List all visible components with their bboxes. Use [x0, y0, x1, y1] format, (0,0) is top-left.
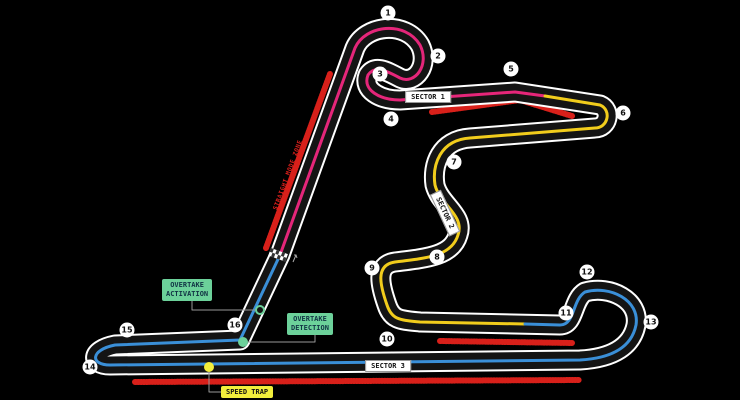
- overtake-detection-marker: [238, 337, 248, 347]
- leader-lines: [191, 300, 316, 393]
- sector-1-label: SECTOR 1: [405, 91, 451, 103]
- speed-trap-label: SPEED TRAP: [221, 386, 274, 398]
- kerb-straight: [263, 71, 333, 251]
- sector-3-line: [94, 253, 638, 367]
- turn-3: 3: [372, 66, 388, 82]
- turn-13: 13: [643, 314, 659, 330]
- turn-9: 9: [364, 260, 380, 276]
- overtake-activation-label: OVERTAKE ACTIVATION: [162, 279, 213, 301]
- turn-10: 10: [379, 331, 395, 347]
- turn-1: 1: [380, 5, 396, 21]
- overtake-detection-label: OVERTAKE DETECTION: [287, 313, 333, 335]
- speed-trap-marker: [204, 362, 214, 372]
- turn-11: 11: [558, 305, 574, 321]
- checkered-flag-icon: [268, 248, 288, 262]
- turn-16: 16: [227, 317, 243, 333]
- arrow-icon: [292, 254, 298, 263]
- turn-8: 8: [429, 249, 445, 265]
- sector-1-line: [278, 27, 547, 257]
- turn-2: 2: [430, 48, 446, 64]
- sector-2-line: [379, 94, 609, 326]
- kerb-turn10-11: [437, 338, 575, 346]
- turn-5: 5: [503, 61, 519, 77]
- overtake-activation-marker: [255, 305, 265, 315]
- turn-12: 12: [579, 264, 595, 280]
- sector-3-label: SECTOR 3: [365, 360, 411, 372]
- turn-15: 15: [119, 322, 135, 338]
- turn-7: 7: [446, 154, 462, 170]
- turn-4: 4: [383, 111, 399, 127]
- turn-6: 6: [615, 105, 631, 121]
- kerb-back-straight: [132, 377, 583, 385]
- turn-14: 14: [82, 359, 98, 375]
